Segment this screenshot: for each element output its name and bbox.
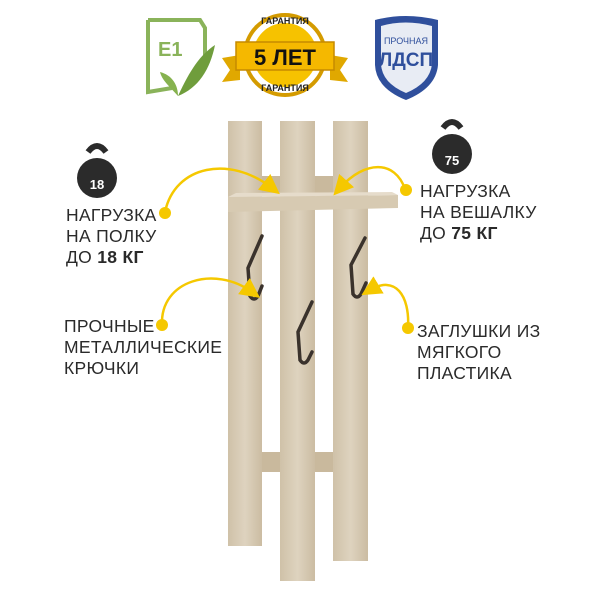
material-main-text: ЛДСП xyxy=(379,50,433,71)
svg-text:18: 18 xyxy=(90,177,104,192)
callout-dots xyxy=(156,184,414,334)
e1-eco-logo: E1 xyxy=(146,18,215,96)
hooks-line1: ПРОЧНЫЕ xyxy=(64,316,155,336)
lower-crossbar xyxy=(262,452,280,472)
shelf-load-prefix: ДО xyxy=(66,247,98,267)
material-top-text: ПРОЧНАЯ xyxy=(384,36,428,46)
kettlebell-icon-18: 18 xyxy=(77,143,117,198)
hooks-line3: КРЮЧКИ xyxy=(64,358,140,378)
hanger-load-line1: НАГРУЗКА xyxy=(420,181,511,201)
callout-lines xyxy=(160,165,410,329)
hooks-label: ПРОЧНЫЕ МЕТАЛЛИЧЕСКИЕ КРЮЧКИ xyxy=(64,316,222,379)
hanger-load-line2: НА ВЕШАЛКУ xyxy=(420,202,537,222)
hooks-line2: МЕТАЛЛИЧЕСКИЕ xyxy=(64,337,223,357)
warranty-bottom-text: ГАРАНТИЯ xyxy=(261,83,309,93)
shelf-load-line2: НА ПОЛКУ xyxy=(66,226,157,246)
caps-line1: ЗАГЛУШКИ ИЗ xyxy=(417,321,541,341)
warranty-top-text: ГАРАНТИЯ xyxy=(261,16,309,26)
hanger-load-value: 75 КГ xyxy=(451,223,498,243)
shelf xyxy=(228,195,398,212)
shelf-load-line1: НАГРУЗКА xyxy=(66,205,157,225)
wall-hanger-product xyxy=(228,121,398,581)
hanger-load-label: НАГРУЗКА НА ВЕШАЛКУ ДО 75 КГ xyxy=(420,181,537,244)
shelf-load-value: 18 КГ xyxy=(97,247,144,267)
ldsp-shield-logo: ПРОЧНАЯ ЛДСП xyxy=(375,16,438,100)
caps-line3: ПЛАСТИКА xyxy=(417,363,512,383)
warranty-main-text: 5 ЛЕТ xyxy=(254,45,316,70)
leaf-icon xyxy=(178,45,215,96)
caps-line2: МЯГКОГО xyxy=(417,342,502,362)
warranty-badge: ГАРАНТИЯ 5 ЛЕТ ГАРАНТИЯ xyxy=(222,13,348,97)
kettlebell-icon-75: 75 xyxy=(432,119,472,174)
hanger-load-prefix: ДО xyxy=(420,223,452,243)
svg-text:75: 75 xyxy=(445,153,459,168)
caps-label: ЗАГЛУШКИ ИЗ МЯГКОГО ПЛАСТИКА xyxy=(417,321,540,384)
shelf-load-label: НАГРУЗКА НА ПОЛКУ ДО 18 КГ xyxy=(66,205,157,268)
e1-text: E1 xyxy=(158,39,182,61)
